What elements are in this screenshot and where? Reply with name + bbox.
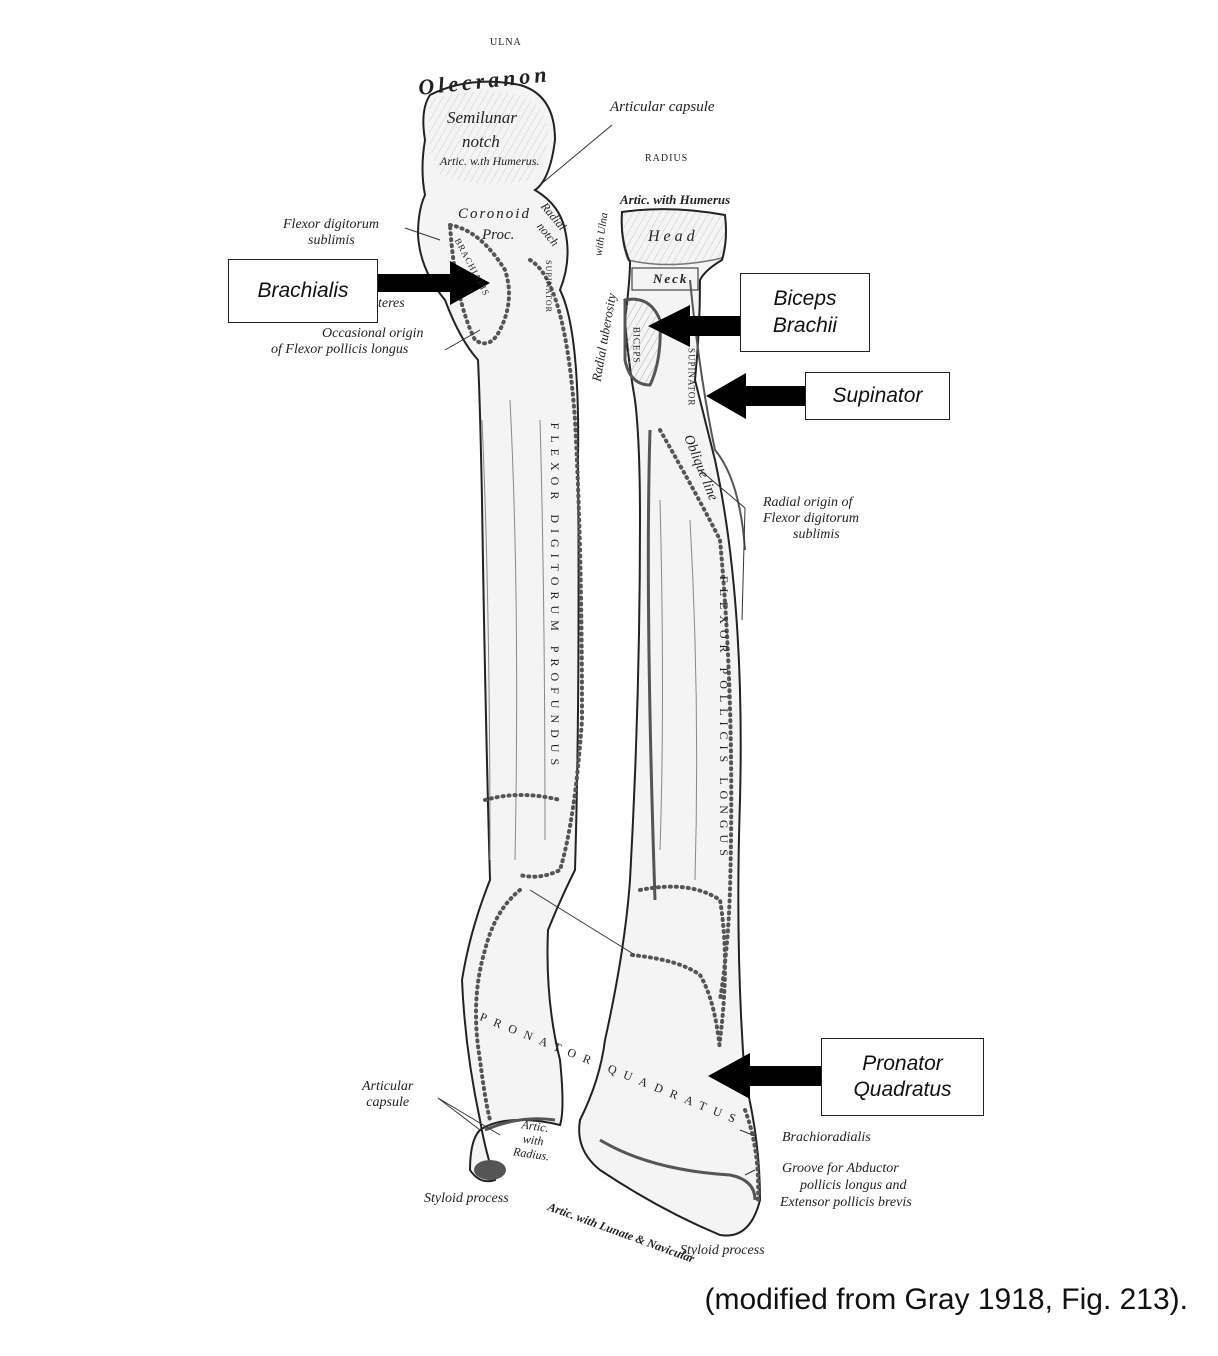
artic-radius-label: Artic. with Radius. xyxy=(512,1117,554,1164)
pronator-callout-line-2: Quadratus xyxy=(853,1078,952,1101)
groove-label-1: Groove for Abductor xyxy=(782,1161,899,1176)
coronoid-label-2: Proc. xyxy=(482,227,515,243)
ulna-title: ULNA xyxy=(490,37,522,48)
groove-label-2: pollicis longus and xyxy=(800,1178,907,1193)
supinator-callout: Supinator xyxy=(805,372,950,420)
artic-humerus-radius-label: Artic. with Humerus xyxy=(620,192,731,207)
articular-capsule-top-label: Articular capsule xyxy=(610,99,715,115)
flexor-digitorum-sublimis-label-1: Flexor digitorum xyxy=(283,217,380,232)
ulna-supinator-small-label: SUPINATOR xyxy=(544,260,554,314)
figure-caption: (modified from Gray 1918, Fig. 213). xyxy=(704,1283,1188,1316)
occasional-origin-label-2: of Flexor pollicis longus xyxy=(271,342,409,357)
leader-lines xyxy=(404,124,756,1176)
biceps-callout-line-2: Brachii xyxy=(772,313,838,337)
semilunar-notch-label-1: Semilunar xyxy=(447,108,517,127)
pronator-quadratus-callout: Pronator Quadratus xyxy=(821,1038,984,1116)
teres-label: teres xyxy=(378,296,405,311)
coronoid-label-1: Coronoid xyxy=(458,206,531,222)
radius-supinator-small-label: SUPINATOR xyxy=(686,347,697,407)
callout-arrows xyxy=(378,261,822,1099)
groove-label-3: Extensor pollicis brevis xyxy=(780,1195,912,1210)
biceps-arrow xyxy=(648,305,740,347)
biceps-brachii-callout: Biceps Brachii xyxy=(740,273,870,352)
ulna-bone xyxy=(416,80,585,1183)
radial-origin-label-1: Radial origin of xyxy=(763,495,853,510)
supinator-arrow xyxy=(706,373,806,419)
articular-capsule-bottom-line-1: Articular xyxy=(362,1079,414,1094)
occasional-origin-label-1: Occasional origin xyxy=(322,326,424,341)
radial-origin-label-3: sublimis xyxy=(793,527,840,542)
styloid-process-ulna-label: Styloid process xyxy=(424,1191,509,1206)
radial-origin-label-2: Flexor digitorum xyxy=(763,511,860,526)
neck-label: Neck xyxy=(653,271,689,286)
radius-title: RADIUS xyxy=(645,153,689,164)
flexor-digitorum-sublimis-label-2: sublimis xyxy=(308,233,355,248)
brachialis-arrow xyxy=(378,261,490,305)
pronator-callout-line-1: Pronator xyxy=(862,1051,943,1075)
biceps-small-label: BICEPS xyxy=(631,326,642,364)
articular-capsule-bottom-label: Articular capsule xyxy=(362,1079,413,1111)
styloid-process-radius-label: Styloid process xyxy=(680,1243,765,1258)
brachialis-callout: Brachialis xyxy=(228,259,378,323)
biceps-callout-line-1: Biceps xyxy=(773,287,837,311)
brachialis-callout-text: Brachialis xyxy=(257,278,349,302)
artic-humerus-ulna-label: Artic. w.th Humerus. xyxy=(440,154,540,168)
semilunar-notch-label-2: notch xyxy=(462,132,500,151)
supinator-callout-text: Supinator xyxy=(832,383,923,407)
head-label: Head xyxy=(648,228,699,245)
pronator-arrow xyxy=(708,1053,822,1099)
flexor-pollicis-longus-label: FLEXOR POLLICIS LONGUS xyxy=(716,575,731,862)
brachioradialis-label: Brachioradialis xyxy=(782,1130,871,1145)
articular-capsule-bottom-line-2: capsule xyxy=(366,1095,410,1111)
flexor-digitorum-profundus-label: FLEXOR DIGITORUM PROFUNDUS xyxy=(548,422,563,772)
